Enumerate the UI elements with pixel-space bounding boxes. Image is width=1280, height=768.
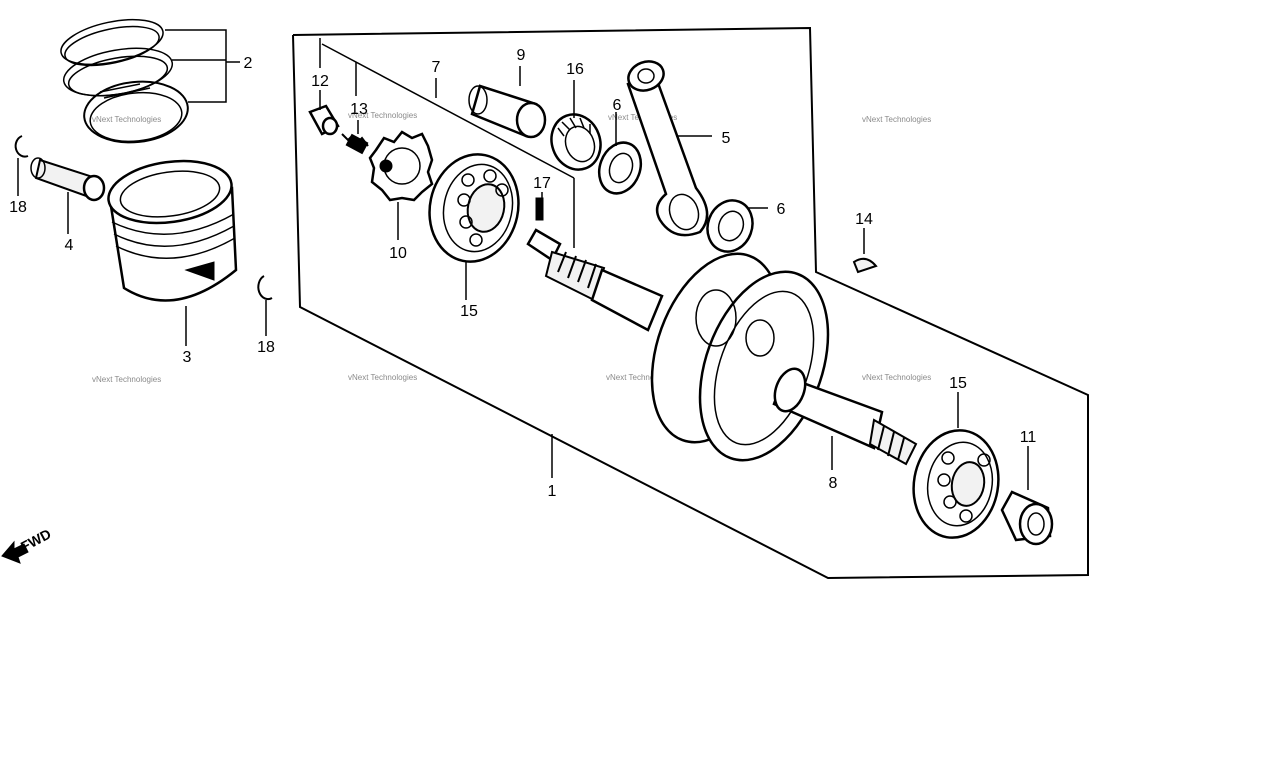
leader-lines <box>17 29 1029 490</box>
callout-10: 10 <box>389 245 407 262</box>
piston-pin <box>30 157 106 202</box>
callout-18: 18 <box>9 199 27 216</box>
callout-17: 17 <box>533 175 551 192</box>
watermark-text: vNext Technologies <box>348 111 417 120</box>
callout-6: 6 <box>777 201 786 218</box>
piston-pin-clip <box>257 275 273 301</box>
thrust-washer <box>597 141 643 195</box>
forward-arrow-icon <box>1 540 29 564</box>
bushing <box>308 104 340 136</box>
thrust-washer <box>706 199 754 253</box>
connecting-rod <box>626 60 709 237</box>
spring <box>341 133 369 155</box>
needle-bearing <box>550 113 602 171</box>
watermark-text: vNext Technologies <box>92 375 161 384</box>
assembly-frame <box>292 26 1089 580</box>
callout-15: 15 <box>460 303 478 320</box>
bearing-left <box>428 153 520 263</box>
callout-7: 7 <box>432 59 441 76</box>
callout-11: 11 <box>1020 429 1037 446</box>
callout-12: 12 <box>311 73 329 90</box>
piston-pin-clip <box>14 135 29 158</box>
callout-9: 9 <box>517 47 526 64</box>
callout-18: 18 <box>257 339 275 356</box>
callout-6: 6 <box>613 97 622 114</box>
watermark-text: vNext Technologies <box>862 115 931 124</box>
crank-pin <box>468 84 547 139</box>
callout-3: 3 <box>183 349 192 366</box>
timing-gear <box>368 130 434 202</box>
callout-1: 1 <box>548 483 557 500</box>
watermark-text: vNext Technologies <box>348 373 417 382</box>
crankshaft <box>526 228 918 466</box>
callout-8: 8 <box>829 475 838 492</box>
callout-4: 4 <box>65 237 74 254</box>
collar-nut <box>1000 490 1054 546</box>
callout-2: 2 <box>244 55 253 72</box>
callout-16: 16 <box>566 61 584 78</box>
callout-13: 13 <box>350 101 368 118</box>
callouts: 1 2 3 4 5 6 6 7 8 9 10 11 12 13 14 15 15… <box>9 47 1036 500</box>
watermark-text: vNext Technologies <box>92 115 161 124</box>
watermark-text: vNext Technologies <box>862 373 931 382</box>
bearing-right <box>912 429 1000 539</box>
watermark-text: vNext Technologies <box>606 373 675 382</box>
piston <box>107 159 238 302</box>
callout-14: 14 <box>855 211 873 228</box>
semicircle-key <box>852 257 878 274</box>
forward-direction-indicator: FWD <box>1 526 54 564</box>
fwd-label: FWD <box>18 526 54 555</box>
piston-rings <box>60 18 189 144</box>
callout-5: 5 <box>722 130 731 147</box>
woodruff-key <box>535 197 544 221</box>
callout-15: 15 <box>949 375 967 392</box>
